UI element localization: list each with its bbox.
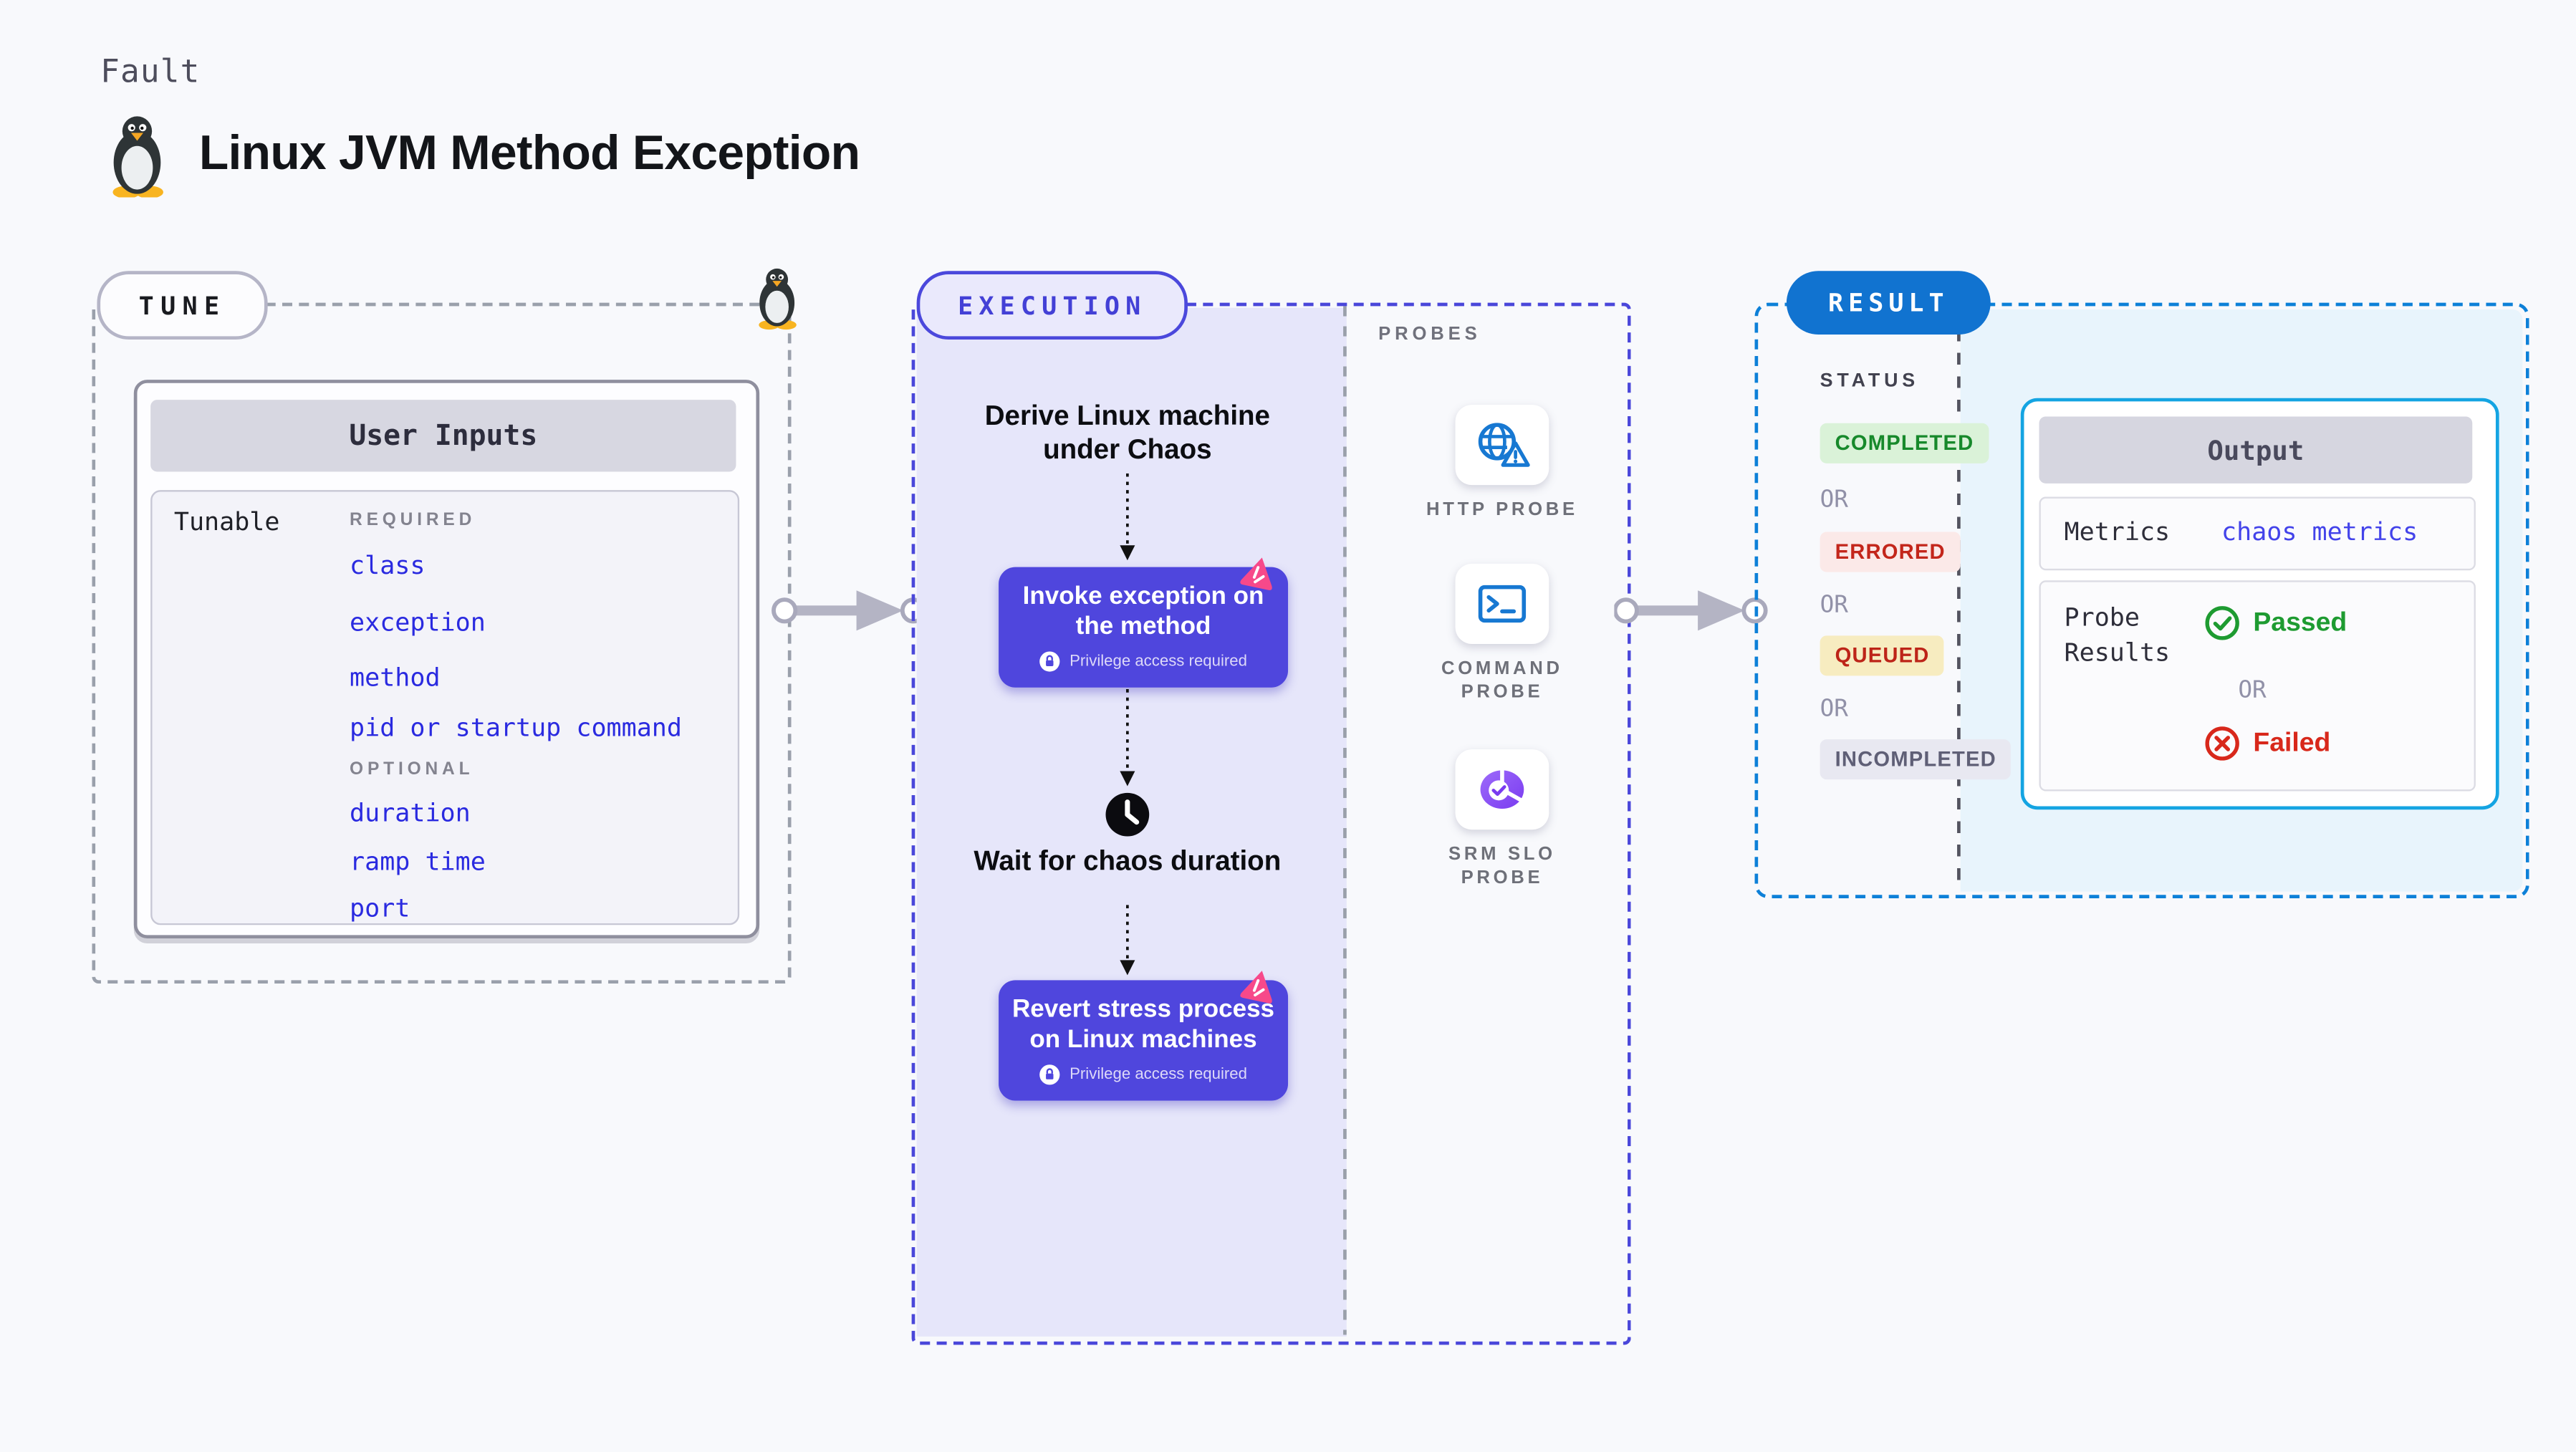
slo-pie-icon [1480, 768, 1524, 809]
probe-results-label: Probe Results [2064, 602, 2171, 668]
http-probe-card[interactable] [1455, 405, 1549, 486]
or-label: OR [2238, 677, 2267, 705]
revert-privilege-badge: Privilege access required [1070, 1065, 1247, 1085]
tunable-method[interactable]: method [350, 662, 441, 693]
command-probe-card[interactable] [1455, 563, 1549, 645]
metrics-row: Metrics chaos metrics [2039, 496, 2476, 571]
x-circle-icon [2205, 726, 2239, 761]
metrics-label: Metrics [2064, 516, 2171, 547]
page-title: Linux JVM Method Exception [198, 127, 860, 181]
globe-alert-icon [1478, 423, 1530, 467]
linux-tux-icon [112, 116, 163, 198]
tunable-port[interactable]: port [350, 893, 410, 923]
passed-label: Passed [2253, 607, 2347, 637]
srm-slo-probe-card[interactable] [1455, 749, 1549, 830]
status-badge-queued: QUEUED [1820, 635, 1945, 676]
metrics-value-link[interactable]: chaos metrics [2221, 516, 2418, 547]
tune-to-execution-arrow [772, 590, 927, 631]
output-title: Output [2039, 416, 2473, 484]
tunable-duration[interactable]: duration [350, 797, 471, 828]
status-badge-errored: ERRORED [1820, 532, 1961, 572]
status-badge-completed: COMPLETED [1820, 423, 1989, 463]
derive-machine-node: Derive Linux machine under Chaos [984, 401, 1270, 466]
wait-duration-node: Wait for chaos duration [974, 846, 1282, 877]
flow-arrow-down [1120, 473, 1135, 561]
tunables-panel: Tunable REQUIRED class exception method … [150, 490, 740, 925]
invoke-privilege-badge: Privilege access required [1070, 652, 1247, 671]
fault-kicker: Fault [100, 53, 201, 91]
tunable-exception[interactable]: exception [350, 607, 486, 638]
invoke-exception-node[interactable]: Invoke exception on the method Privilege… [999, 567, 1289, 688]
terminal-icon [1478, 585, 1527, 623]
clock-icon [1105, 792, 1150, 837]
lock-icon [1040, 1064, 1061, 1085]
or-label: OR [1820, 592, 1848, 619]
passed-status: Passed [2205, 605, 2347, 640]
execution-pill: EXECUTION [916, 271, 1188, 340]
linux-tux-small-icon [759, 268, 797, 330]
probes-heading: PROBES [1378, 324, 1481, 345]
status-badge-incompleted: INCOMPLETED [1820, 739, 2012, 780]
required-heading: REQUIRED [350, 510, 476, 531]
execution-to-result-arrow [1614, 590, 1768, 631]
tunable-class[interactable]: class [350, 550, 426, 581]
flow-arrow-down [1120, 689, 1135, 787]
result-pill: RESULT [1786, 271, 1991, 335]
revert-stress-title: Revert stress process on Linux machines [1011, 995, 1275, 1054]
check-circle-icon [2205, 606, 2239, 640]
status-heading: STATUS [1820, 371, 1920, 392]
tunable-pid-or-startup-command[interactable]: pid or startup command [350, 712, 682, 743]
probe-results-row: Probe Results Passed OR Failed [2039, 580, 2476, 792]
invoke-exception-title: Invoke exception on the method [1022, 582, 1264, 641]
or-label: OR [1820, 696, 1848, 723]
or-label: OR [1820, 486, 1848, 514]
chaos-experiment-icon [1240, 971, 1272, 1004]
tunable-ramp-time[interactable]: ramp time [350, 846, 486, 877]
failed-label: Failed [2253, 728, 2331, 757]
user-inputs-title: User Inputs [150, 400, 736, 472]
lock-icon [1040, 651, 1061, 672]
flow-arrow-down [1120, 905, 1135, 976]
output-card: Output Metrics chaos metrics Probe Resul… [2020, 398, 2499, 810]
http-probe-label: HTTP PROBE [1426, 500, 1578, 521]
revert-stress-node[interactable]: Revert stress process on Linux machines … [999, 980, 1289, 1101]
failed-status: Failed [2205, 726, 2331, 761]
optional-heading: OPTIONAL [350, 759, 474, 780]
tune-section [92, 302, 792, 984]
chaos-experiment-icon [1240, 557, 1272, 590]
tune-pill: TUNE [97, 271, 268, 340]
tunable-label: Tunable [173, 506, 280, 537]
result-divider [1957, 306, 1961, 888]
probes-divider [1343, 306, 1347, 1335]
user-inputs-card: User Inputs Tunable REQUIRED class excep… [133, 380, 760, 938]
